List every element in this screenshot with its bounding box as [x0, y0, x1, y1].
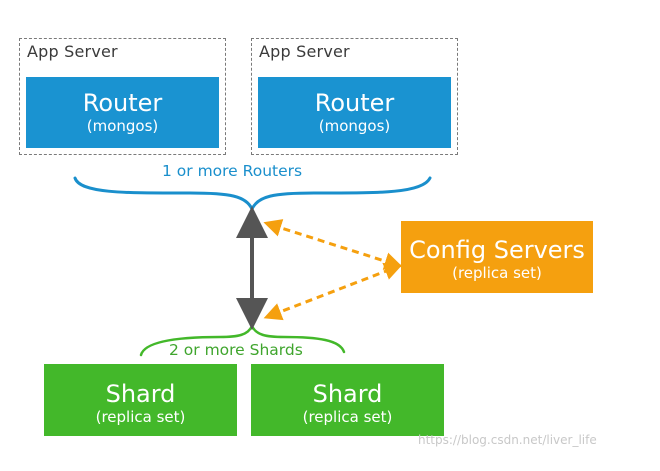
router-subtitle: (mongos): [318, 117, 391, 135]
config-shard-arrow: [263, 262, 403, 321]
router-title: Router: [314, 89, 395, 117]
app-server-2: App Server Router (mongos): [251, 38, 458, 155]
app-server-label: App Server: [27, 42, 118, 61]
app-server-1: App Server Router (mongos): [19, 38, 226, 155]
router-subtitle: (mongos): [86, 117, 159, 135]
routers-caption: 1 or more Routers: [162, 162, 303, 180]
shard-title: Shard: [312, 380, 383, 408]
config-router-arrow: [263, 219, 403, 270]
app-server-label: App Server: [259, 42, 350, 61]
router-box-2: Router (mongos): [258, 77, 451, 148]
shard-title: Shard: [105, 380, 176, 408]
routers-brace: [73, 176, 432, 213]
config-servers-box: Config Servers (replica set): [401, 221, 593, 293]
config-subtitle: (replica set): [452, 264, 542, 282]
shards-caption: 2 or more Shards: [169, 341, 303, 359]
shard-subtitle: (replica set): [302, 408, 393, 426]
router-box-1: Router (mongos): [26, 77, 219, 148]
shard-box-1: Shard (replica set): [44, 364, 237, 436]
shard-box-2: Shard (replica set): [251, 364, 444, 436]
watermark: https://blog.csdn.net/liver_life: [418, 433, 597, 447]
config-title: Config Servers: [409, 236, 585, 264]
router-title: Router: [82, 89, 163, 117]
shard-subtitle: (replica set): [95, 408, 186, 426]
